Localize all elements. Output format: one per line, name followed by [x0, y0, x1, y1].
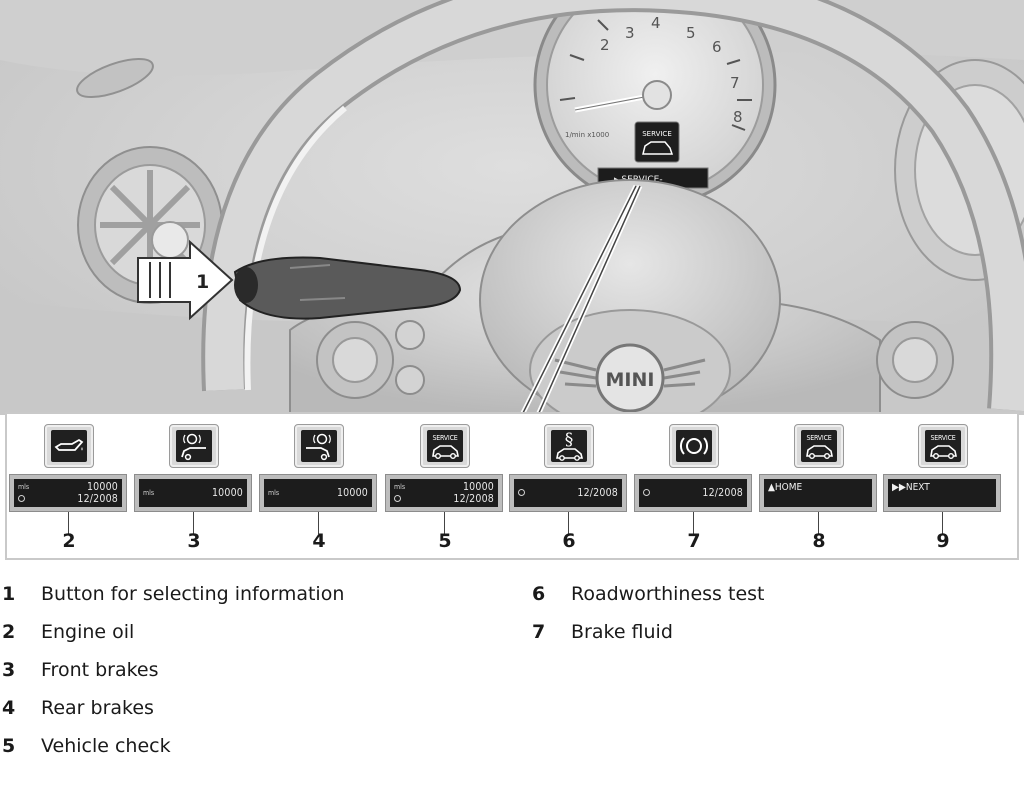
service-display: 12/2008	[509, 474, 627, 512]
service-car-icon: SERVICE	[918, 424, 968, 468]
service-item-next: SERVICE ▶▶NEXT 9	[881, 414, 1005, 558]
callout-number: 6	[562, 530, 576, 552]
service-display: mls 10000	[134, 474, 252, 512]
leader-line	[193, 512, 194, 534]
symbol-word: SERVICE	[930, 434, 956, 442]
hub-logo-text: MINI	[606, 369, 655, 391]
service-display: mls 10000 12/2008	[9, 474, 127, 512]
service-display: mls 10000 12/2008	[385, 474, 503, 512]
service-item-roadworthiness-test: § 12/2008 6	[507, 414, 631, 558]
clock-icon	[394, 495, 401, 502]
clock-icon	[18, 495, 25, 502]
vehicle-check-icon: SERVICE	[420, 424, 470, 468]
clock-icon	[643, 489, 650, 496]
tach-number: 4	[651, 14, 661, 32]
symbol-word: SERVICE	[806, 434, 832, 442]
menu-home-label: ▲HOME	[768, 482, 803, 493]
service-display: 12/2008	[634, 474, 752, 512]
service-display: ▶▶NEXT	[883, 474, 1001, 512]
service-item-rear-brakes: mls 10000 4	[257, 414, 381, 558]
legend-number: 1	[2, 583, 16, 605]
cluster-symbol-label: SERVICE	[642, 130, 672, 138]
service-item-home: SERVICE ▲HOME 8	[757, 414, 881, 558]
service-item-vehicle-check: SERVICE mls 10000 12/2008 5	[383, 414, 507, 558]
tachometer: 2 3 4 5 6 7 8 1/min x1000 SERVICE ▸ SERV…	[533, 0, 777, 207]
leader-line	[318, 512, 319, 534]
service-display: mls 10000	[259, 474, 377, 512]
leader-line	[568, 512, 569, 534]
distance-unit: mls	[18, 483, 30, 491]
legend-number: 5	[2, 735, 16, 757]
distance-value: 10000	[462, 481, 494, 493]
section-mark: §	[564, 430, 574, 450]
brake-fluid-icon	[669, 424, 719, 468]
legend-number: 6	[532, 583, 546, 605]
legend-number: 2	[2, 621, 16, 643]
legend-left: 1 Button for selecting information 2 Eng…	[2, 581, 482, 781]
distance-unit: mls	[394, 483, 406, 491]
service-item-front-brakes: mls 10000 3	[132, 414, 256, 558]
tach-number: 6	[712, 38, 722, 56]
distance-unit: mls	[268, 489, 280, 497]
legend-right: 6 Roadworthiness test 7 Brake fluid	[532, 581, 1002, 661]
legend-text: Roadworthiness test	[571, 583, 765, 605]
legend-number: 3	[2, 659, 16, 681]
button-arrow: 1	[137, 239, 234, 321]
tach-number: 2	[600, 36, 610, 54]
distance-value: 10000	[336, 487, 368, 499]
symbol-word: SERVICE	[432, 434, 458, 442]
tach-number: 3	[625, 24, 635, 42]
distance-unit: mls	[143, 489, 155, 497]
tach-number: 5	[686, 24, 696, 42]
service-car-icon: SERVICE	[794, 424, 844, 468]
date-value: 12/2008	[702, 487, 743, 499]
service-item-brake-fluid: 12/2008 7	[632, 414, 756, 558]
engine-oil-icon	[44, 424, 94, 468]
front-brakes-icon	[169, 424, 219, 468]
tach-number: 8	[733, 108, 743, 126]
menu-next-label: ▶▶NEXT	[892, 482, 930, 493]
legend-text: Front brakes	[41, 659, 159, 681]
legend-number: 7	[532, 621, 546, 643]
leader-line	[942, 512, 943, 534]
leader-line	[68, 512, 69, 534]
legend-text: Engine oil	[41, 621, 135, 643]
date-value: 12/2008	[77, 493, 118, 505]
callout-number: 5	[438, 530, 452, 552]
callout-number: 4	[312, 530, 326, 552]
service-display-strip: mls 10000 12/2008 2	[5, 412, 1019, 560]
legend-text: Button for selecting information	[41, 583, 345, 605]
distance-value: 10000	[86, 481, 118, 493]
callout-1-label: 1	[196, 271, 209, 293]
cockpit-illustration: 2 3 4 5 6 7 8 1/min x1000 SERVICE ▸ SERV…	[0, 0, 1024, 415]
leader-line	[693, 512, 694, 534]
tach-unit: 1/min x1000	[565, 131, 609, 139]
callout-number: 8	[812, 530, 826, 552]
steering-wheel: MINI	[201, 0, 1024, 415]
tach-number: 7	[730, 74, 740, 92]
clock-icon	[518, 489, 525, 496]
date-value: 12/2008	[453, 493, 494, 505]
turn-signal-stalk	[233, 256, 462, 320]
roadworthiness-icon: §	[544, 424, 594, 468]
rear-brakes-icon	[294, 424, 344, 468]
callout-number: 2	[62, 530, 76, 552]
leader-line	[444, 512, 445, 534]
legend-text: Rear brakes	[41, 697, 154, 719]
callout-number: 7	[687, 530, 701, 552]
callout-number: 9	[936, 530, 950, 552]
service-display: ▲HOME	[759, 474, 877, 512]
legend-text: Brake fluid	[571, 621, 673, 643]
legend-text: Vehicle check	[41, 735, 171, 757]
date-value: 12/2008	[577, 487, 618, 499]
leader-line	[818, 512, 819, 534]
distance-value: 10000	[211, 487, 243, 499]
service-item-engine-oil: mls 10000 12/2008 2	[7, 414, 131, 558]
callout-number: 3	[187, 530, 201, 552]
legend-number: 4	[2, 697, 16, 719]
